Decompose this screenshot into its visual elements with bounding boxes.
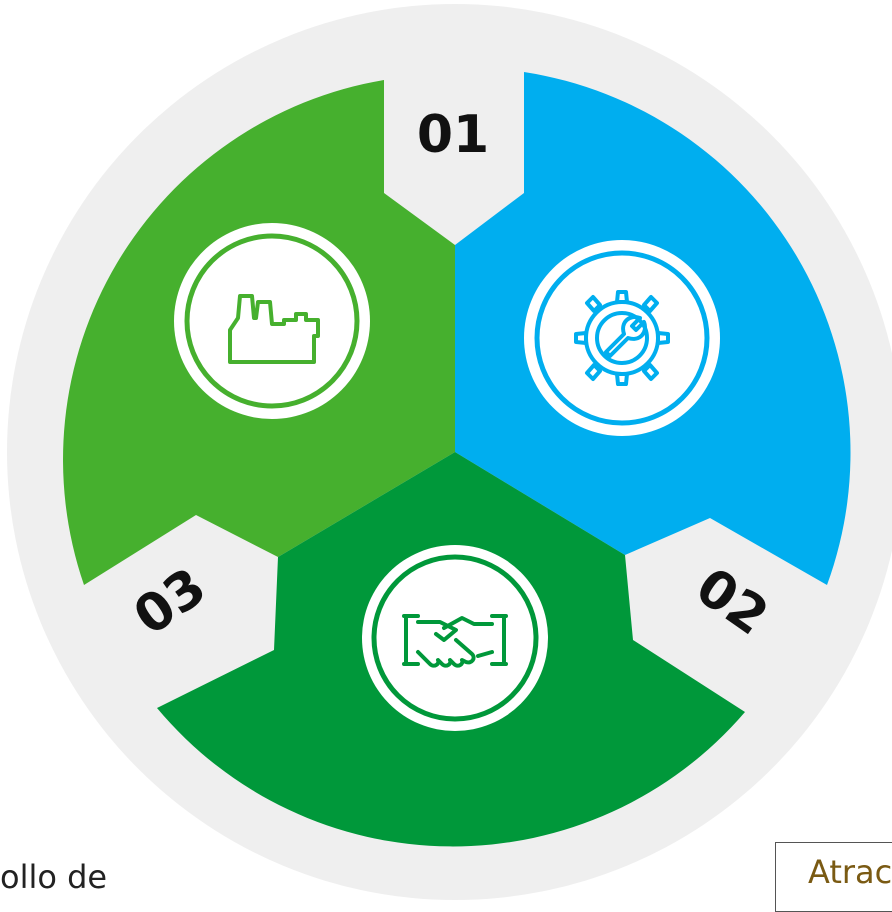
factory-icon xyxy=(174,223,370,419)
handshake-icon xyxy=(362,545,548,731)
edge-text-right: Atrac xyxy=(775,842,892,912)
edge-text-left: ollo de xyxy=(0,858,108,896)
step-number-01: 01 xyxy=(417,105,489,165)
gear-wrench-icon xyxy=(524,240,720,436)
